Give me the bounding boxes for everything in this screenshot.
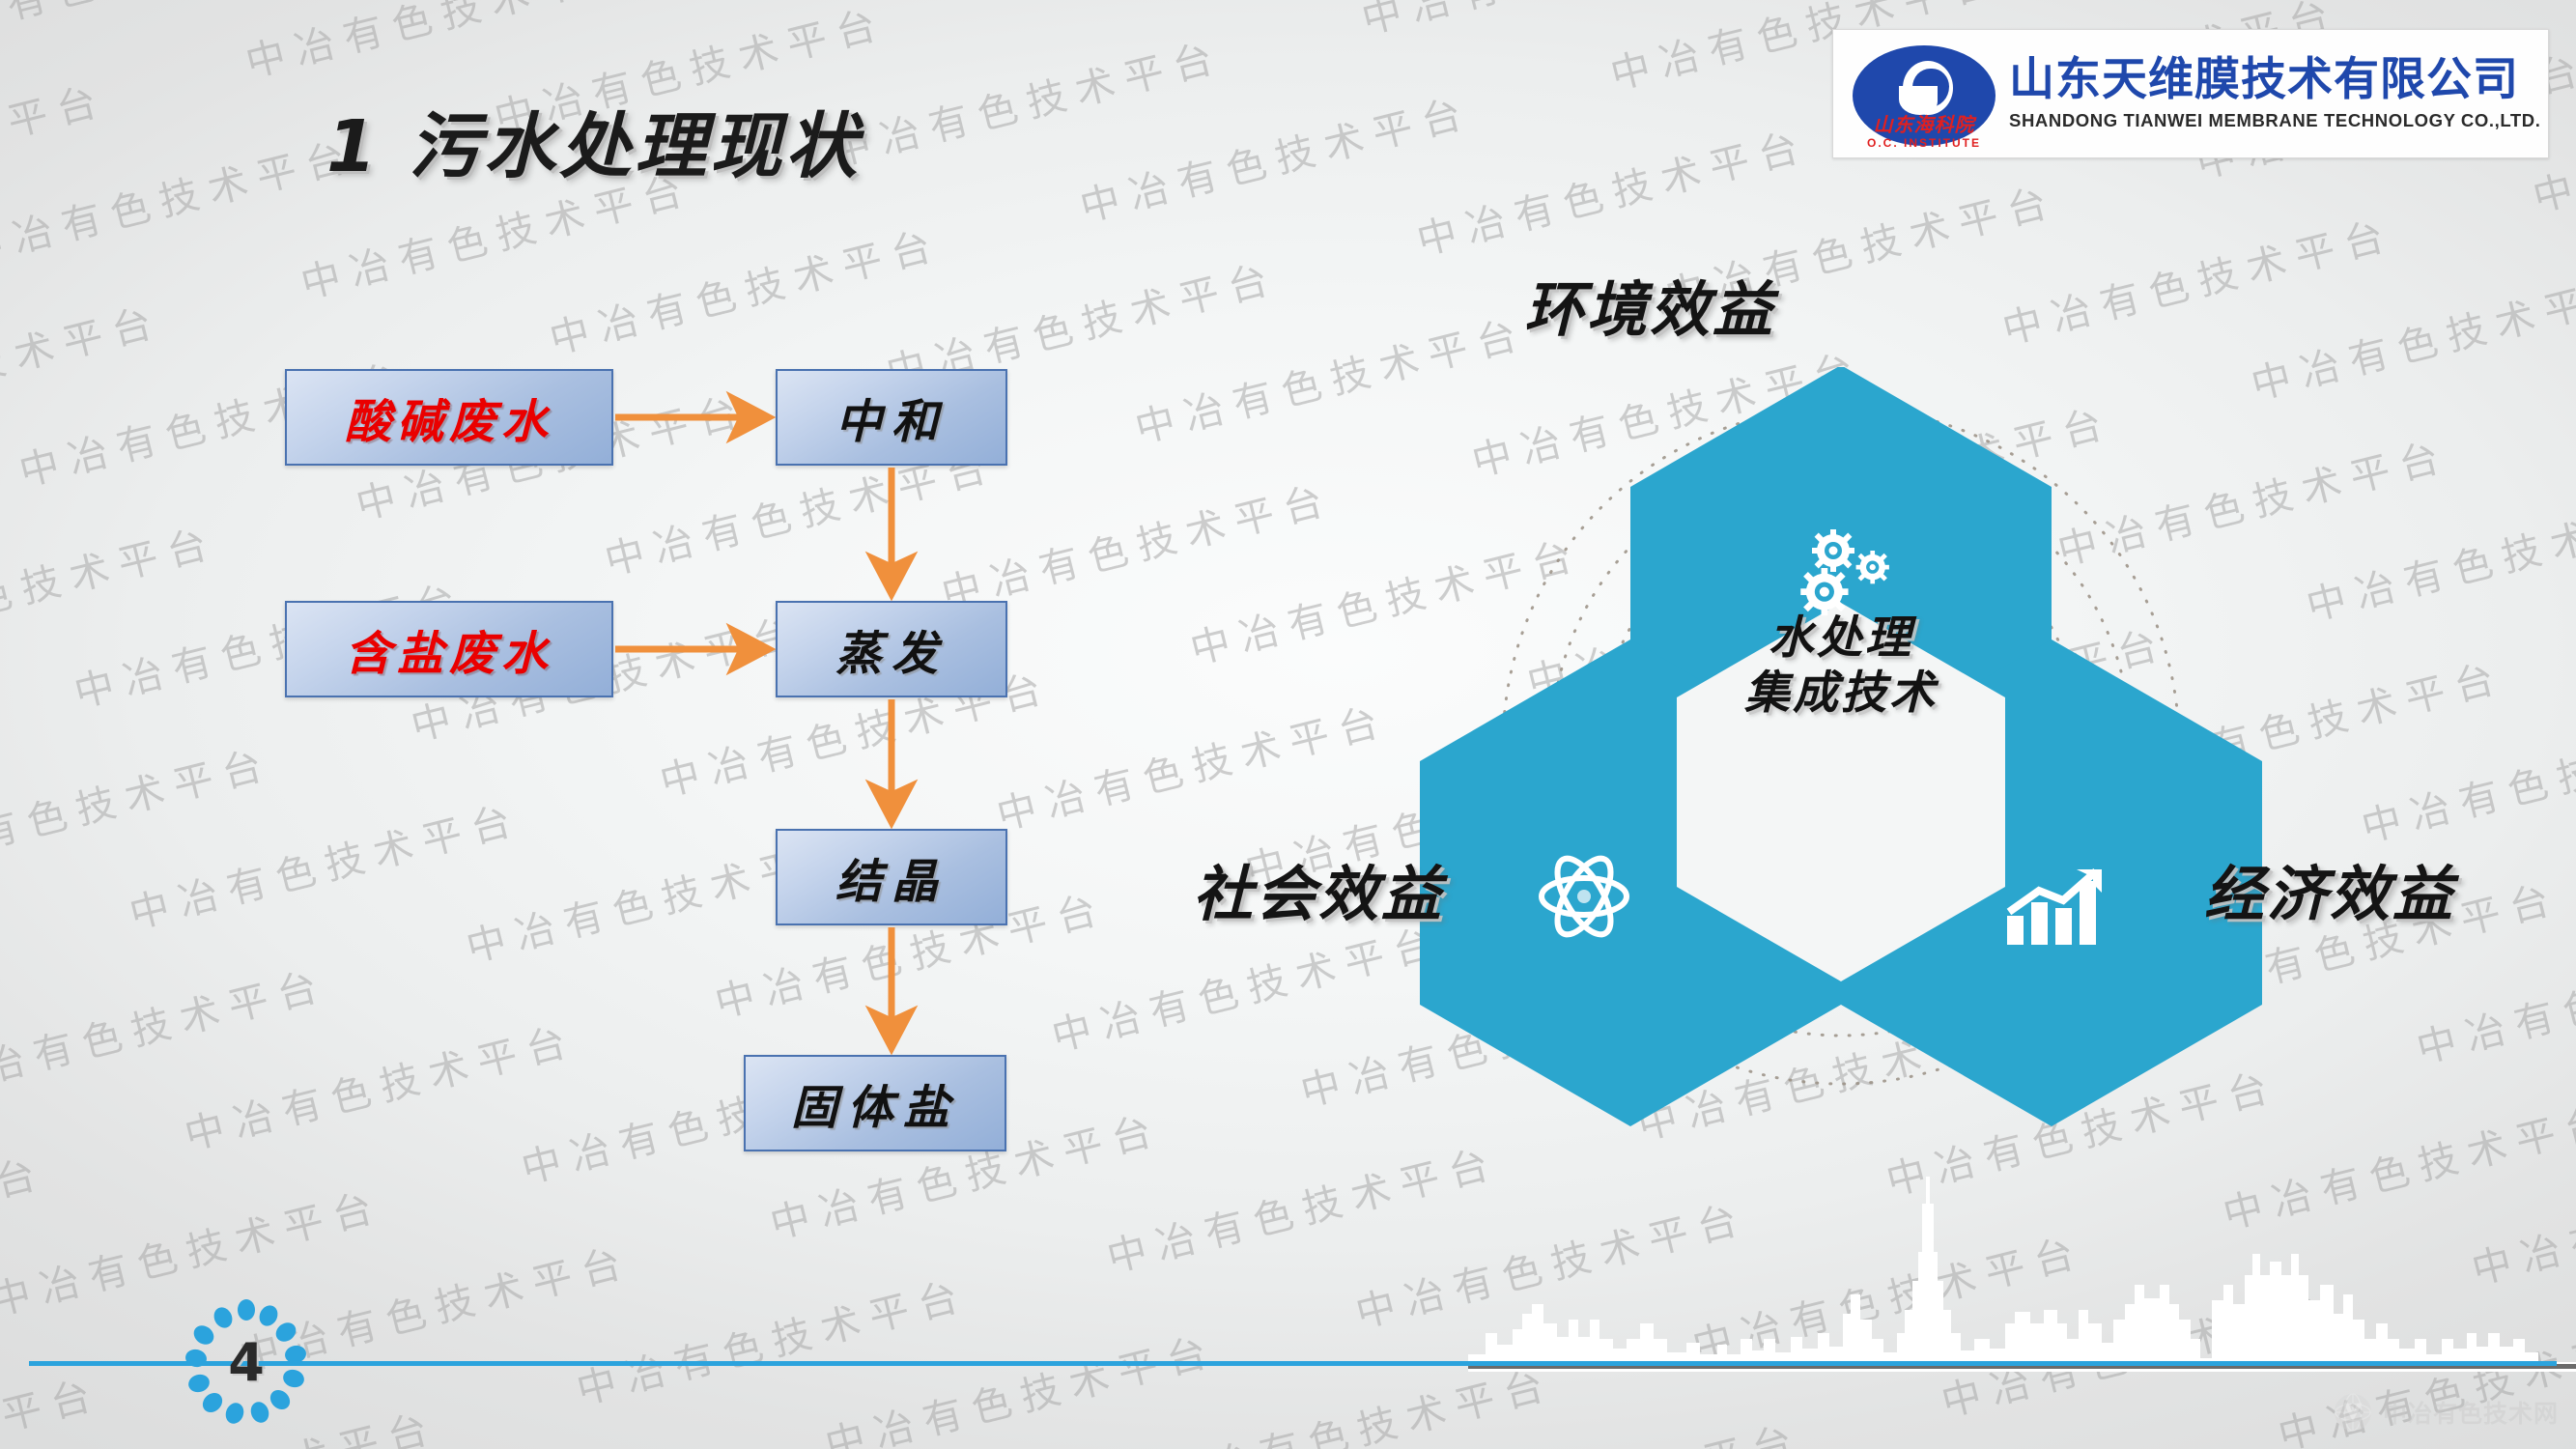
corner-watermark-text: 中冶有色技术网 <box>2382 1400 2559 1428</box>
benefits-hexagon-diagram: 环境效益 社会效益 经济效益 水处理 集成技术 <box>1193 274 2502 1130</box>
page-title: 1 污水处理现状 <box>326 105 862 188</box>
corner-watermark: 中冶有色技术网 <box>2333 1389 2559 1435</box>
flow-node-saline-wastewater[interactable]: 含盐废水 <box>285 601 613 697</box>
page-number-badge: 4 <box>179 1294 314 1430</box>
hex-label-environmental-benefit: 环境效益 <box>1524 274 1776 345</box>
watermark-row: 中冶有色技术平台中冶有色技术平台中冶有色技术平台中冶有色技术平台中冶有色技术平台… <box>0 1368 2576 1449</box>
company-name-cn: 山东天维膜技术有限公司 <box>2009 52 2519 106</box>
flow-node-label: 中和 <box>835 395 948 449</box>
flow-node-neutralization[interactable]: 中和 <box>776 369 1007 466</box>
gears-icon <box>1800 529 1889 616</box>
flow-node-label: 蒸发 <box>835 627 948 681</box>
dotted-ring-icon <box>185 1299 306 1424</box>
flow-node-acid-alkali-wastewater[interactable]: 酸碱废水 <box>285 369 613 466</box>
process-flowchart: 酸碱废水 含盐废水 中和 蒸发 结晶 固体盐 <box>0 0 1159 1256</box>
hex-label-social-benefit: 社会效益 <box>1193 859 1445 929</box>
hex-center-line-1: 水处理 <box>1769 611 1913 665</box>
footer-divider-line <box>29 1361 2557 1366</box>
hexagon-graphic <box>1420 367 2262 1126</box>
page-number: 4 <box>228 1331 265 1393</box>
institute-name-en: O.C. INSTITUTE <box>1867 136 1981 150</box>
bar-chart-icon <box>2006 868 2102 945</box>
flow-node-label: 酸碱废水 <box>344 395 553 449</box>
flow-node-label: 结晶 <box>835 855 948 909</box>
flow-node-evaporation[interactable]: 蒸发 <box>776 601 1007 697</box>
hexagon-center <box>1677 603 2005 981</box>
flow-node-label: 含盐废水 <box>344 627 553 681</box>
city-skyline-decoration <box>1468 1177 2576 1372</box>
flow-node-crystallization[interactable]: 结晶 <box>776 829 1007 925</box>
institute-logo-icon: 山东海科院 O.C. INSTITUTE <box>1839 32 2009 156</box>
hex-label-economic-benefit: 经济效益 <box>2204 859 2456 929</box>
atom-icon <box>1539 855 1629 938</box>
flow-node-label: 固体盐 <box>790 1081 959 1135</box>
company-logo: 山东海科院 O.C. INSTITUTE 山东天维膜技术有限公司 SHANDON… <box>1832 29 2549 158</box>
hex-center-label: 水处理 集成技术 <box>1667 611 2015 722</box>
hex-center-line-2: 集成技术 <box>1744 667 1938 721</box>
globe-icon <box>2334 1393 2372 1432</box>
flow-node-solid-salt[interactable]: 固体盐 <box>744 1055 1006 1151</box>
company-name-en: SHANDONG TIANWEI MEMBRANE TECHNOLOGY CO.… <box>2009 110 2541 131</box>
institute-name-cn: 山东海科院 <box>1873 113 1975 136</box>
